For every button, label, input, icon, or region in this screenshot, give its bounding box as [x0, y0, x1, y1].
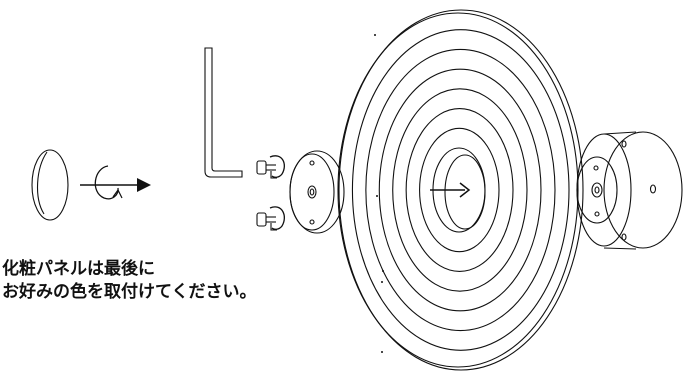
ring-2 [351, 29, 570, 351]
screw-bottom-icon [256, 206, 285, 231]
ring-6 [405, 108, 514, 272]
rotate-arrow-icon [80, 165, 151, 200]
instruction-line-2: お好みの色を取付けてください。 [2, 282, 257, 302]
screw-top-icon [256, 155, 285, 179]
instruction-line-1: 化粧パネルは最後に [2, 259, 155, 279]
ring-5 [392, 88, 528, 292]
hex-key-icon [204, 47, 243, 178]
guide-dots [374, 34, 384, 353]
ring-outer-edge [337, 12, 579, 368]
insert-arrow-icon [430, 182, 471, 198]
concentric-rings [337, 9, 584, 371]
decorative-panel [31, 149, 69, 221]
ring-center-hole [444, 154, 486, 230]
ring-3 [365, 48, 556, 332]
instruction-text: 化粧パネルは最後に お好みの色を取付けてください。 [2, 258, 257, 304]
ring-1 [338, 9, 584, 371]
ring-4 [378, 68, 542, 312]
mounting-plate [289, 150, 345, 234]
ring-7 [419, 127, 500, 253]
cylinder-base [576, 131, 683, 250]
